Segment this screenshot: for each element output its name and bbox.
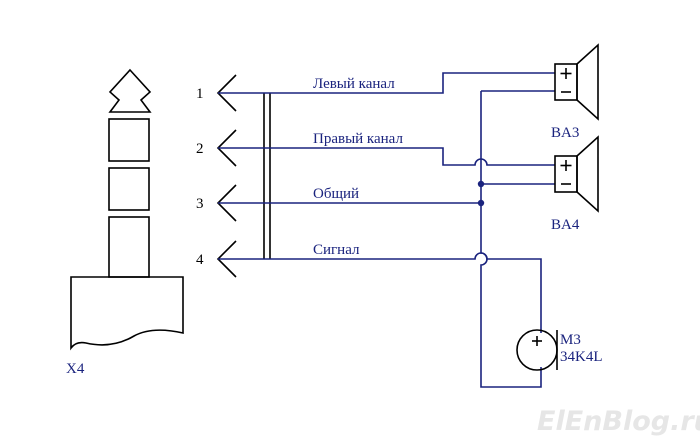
wiring bbox=[218, 72, 555, 388]
plug-ring-1 bbox=[108, 118, 150, 162]
speaker-ba4-designator: BA4 bbox=[551, 217, 580, 233]
signal-label-left-channel: Левый канал bbox=[313, 76, 395, 92]
connector-bus bbox=[263, 93, 271, 259]
junction-ba4-minus bbox=[477, 180, 485, 188]
pin-number-2: 2 bbox=[196, 141, 204, 157]
trrs-plug bbox=[70, 68, 184, 351]
plug-tip bbox=[108, 68, 152, 113]
speaker-ba3-cone bbox=[576, 43, 599, 121]
pin-number-4: 4 bbox=[196, 252, 204, 268]
microphone-designator: M3 bbox=[560, 332, 581, 348]
connector-designator: X4 bbox=[66, 361, 85, 377]
signal-label-right-channel: Правый канал bbox=[313, 131, 403, 147]
speaker-ba4 bbox=[554, 135, 599, 213]
speaker-ba3-designator: BA3 bbox=[551, 125, 579, 141]
wire-mic-signal bbox=[218, 252, 542, 333]
pin-terminals bbox=[216, 74, 237, 278]
wire-left-channel bbox=[218, 72, 555, 94]
watermark: ElEnBlog.ru bbox=[537, 406, 700, 437]
speaker-ba4-cone bbox=[576, 135, 599, 213]
plug-body bbox=[70, 276, 184, 351]
wire-right-channel bbox=[218, 147, 555, 166]
junctions bbox=[477, 180, 485, 207]
microphone-m3 bbox=[516, 329, 558, 371]
pin-number-3: 3 bbox=[196, 196, 204, 212]
junction-common bbox=[477, 199, 485, 207]
plug-ring-2 bbox=[108, 167, 150, 211]
microphone-model: 34K4L bbox=[560, 349, 603, 365]
plug-sleeve bbox=[108, 216, 150, 278]
signal-label-signal: Сигнал bbox=[313, 242, 360, 258]
speaker-ba3 bbox=[554, 43, 599, 121]
signal-label-common: Общий bbox=[313, 186, 359, 202]
pin-number-1: 1 bbox=[196, 86, 204, 102]
